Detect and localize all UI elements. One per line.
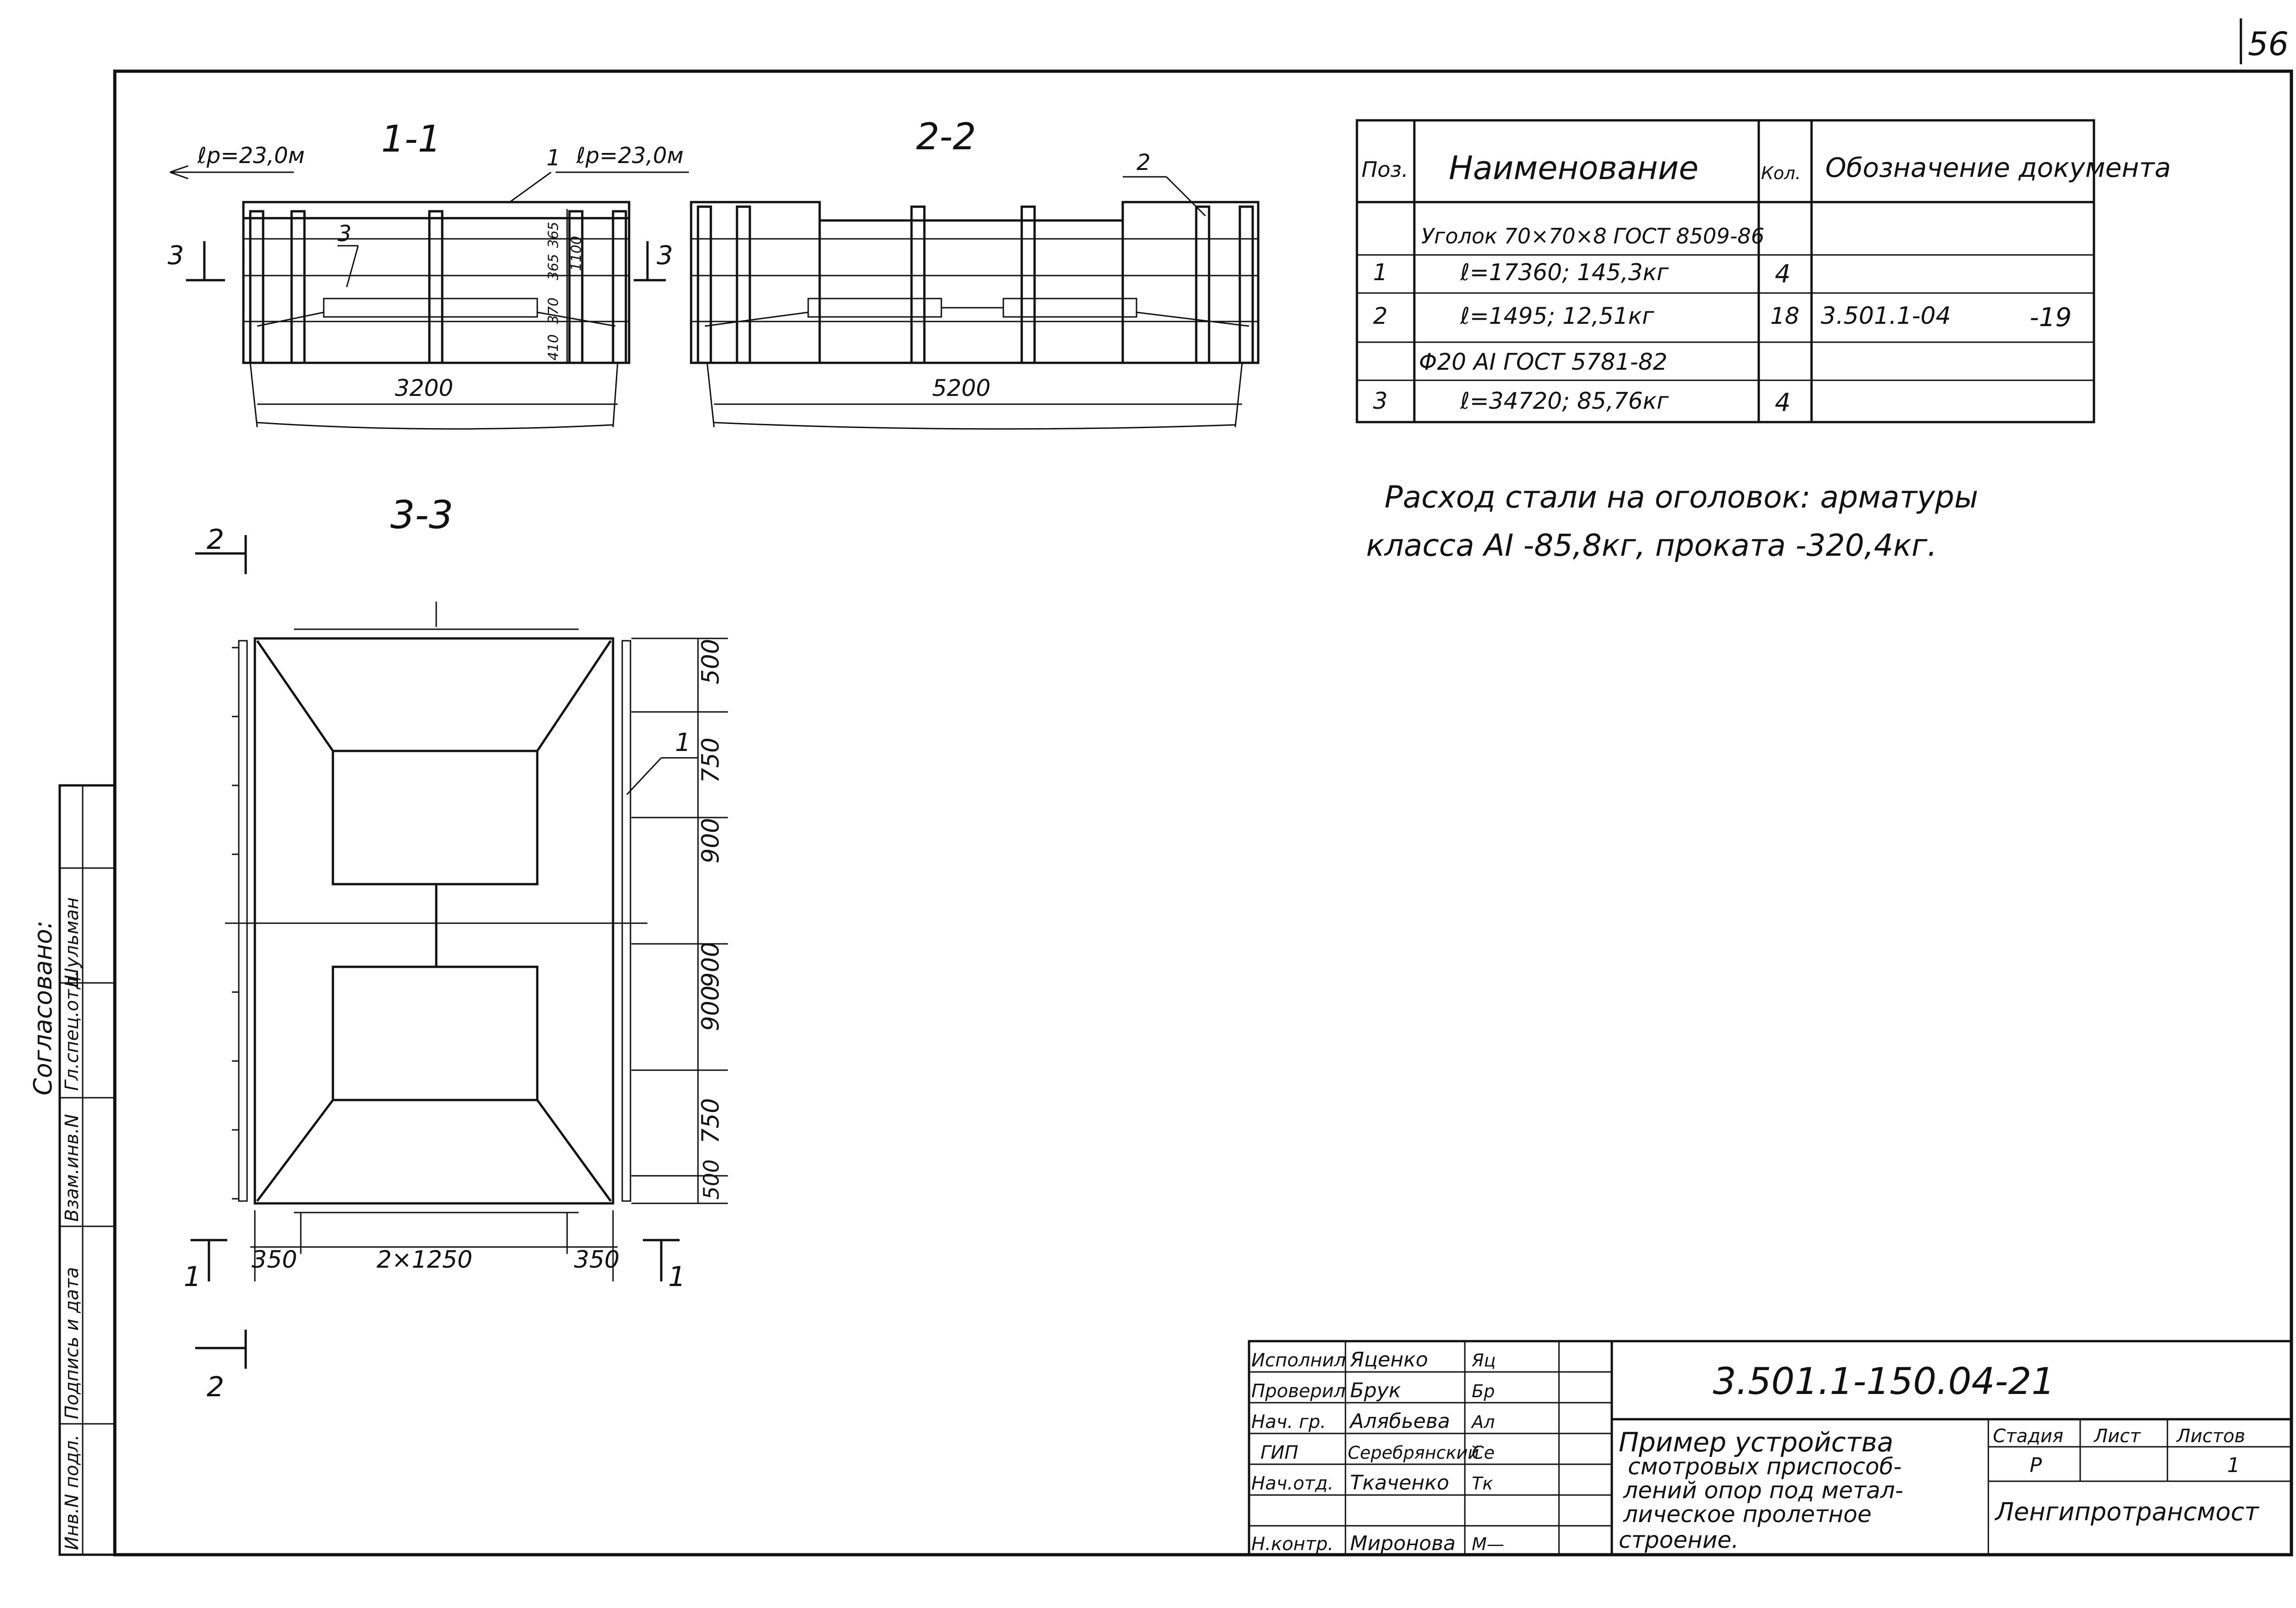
section-3-3-dim-right-6: 500 [699, 1159, 724, 1200]
section-3-3-cut-right: 1 [668, 1261, 686, 1293]
page-number: 56 [2248, 25, 2289, 63]
side-stamp-agreed: Согласовано: [28, 920, 57, 1095]
section-3-3-title: 3-3 [390, 492, 453, 537]
tb-desc-3: лическое пролетное [1623, 1501, 1872, 1528]
section-1-1-dim-v1: 365 [546, 222, 562, 248]
section-3-3: 3-3 2 2 1 1 1 [184, 492, 728, 1403]
tb-role-6: Н.контр. [1251, 1534, 1334, 1555]
section-3-3-cut-bottom: 2 [207, 1371, 224, 1403]
spec-header-pos: Поз. [1362, 157, 1408, 182]
tb-role-1: Проверил [1251, 1381, 1345, 1402]
tb-desc-4: строение. [1619, 1527, 1739, 1553]
tb-name-0: Яценко [1350, 1348, 1428, 1371]
note-line-1: Расход стали на оголовок: арматуры [1384, 480, 1978, 515]
section-1-1-marker-right: ℓр=23,0м [576, 143, 684, 169]
tb-name-2: Алябьева [1349, 1410, 1450, 1433]
tb-desc-2: лений опор под метал- [1623, 1477, 1903, 1504]
section-3-3-pos1-label: 1 [675, 728, 691, 757]
side-stamp-dept: Гл.спец.отд. [62, 971, 83, 1091]
section-3-3-dim-right-5: 750 [697, 1098, 725, 1144]
spec-header-doc: Обозначение документа [1825, 152, 2171, 183]
spec-row-4-qty: 4 [1775, 388, 1790, 417]
side-stamp: Согласовано: Гл.спец.отд. Шульман Взам.и… [28, 784, 116, 1556]
side-stamp-podpis: Подпись и дата [62, 1267, 83, 1419]
tb-name-3: Серебрянский [1348, 1443, 1479, 1463]
tb-org: Ленгипротрансмост [1994, 1497, 2260, 1526]
side-stamp-vzam: Взам.инв.N [62, 1114, 83, 1222]
spec-row-1-name: ℓ=17360; 145,3кг [1460, 259, 1669, 286]
section-1-1-dim-v5: 1100 [568, 236, 585, 271]
tb-sign-4: Тк [1472, 1473, 1493, 1494]
spec-row-2-qty: 18 [1770, 303, 1800, 329]
section-1-1-title: 1-1 [381, 118, 441, 160]
section-1-1-dim-v3: 370 [546, 298, 562, 324]
spec-row-2-pos: 2 [1373, 303, 1388, 329]
side-stamp-inv: Инв.N подл. [62, 1434, 83, 1550]
section-1-1-cut-left: 3 [168, 241, 184, 271]
section-1-1-marker-left: ℓр=23,0м [197, 143, 305, 169]
side-stamp-dept-name: Шульман [62, 897, 83, 987]
tb-stage: Р [2030, 1454, 2042, 1477]
spec-table: Поз. Наименование Кол. Обозначение докум… [1356, 119, 2171, 423]
spec-row-2-doc2: -19 [2030, 303, 2071, 333]
tb-name-6: Миронова [1350, 1532, 1456, 1555]
spec-row-2-doc: 3.501.1-04 [1821, 302, 1951, 330]
spec-row-3-name: Φ20 AI ГОСТ 5781-82 [1419, 349, 1667, 375]
section-1-1-dim-v2: 365 [546, 254, 562, 280]
tb-stage-label: Стадия [1993, 1426, 2063, 1447]
section-3-3-dim-bottom-0: 350 [252, 1246, 297, 1274]
tb-desc-1: смотровых приспособ- [1628, 1453, 1902, 1480]
tb-role-0: Исполнил [1251, 1350, 1346, 1371]
section-1-1-pos3-label: 3 [338, 221, 352, 247]
spec-header-qty: Кол. [1761, 163, 1801, 183]
tb-sheet-label: Лист [2093, 1426, 2141, 1447]
spec-row-1-pos: 1 [1373, 259, 1388, 286]
spec-row-0-name: Уголок 70×70×8 ГОСТ 8509-86 [1421, 224, 1764, 248]
section-1-1-dim-width: 3200 [395, 375, 453, 401]
section-3-3-dim-bottom-2: 350 [574, 1246, 619, 1274]
spec-row-1-qty: 4 [1775, 260, 1790, 288]
spec-row-2-name: ℓ=1495; 12,51кг [1460, 303, 1654, 329]
section-2-2-title: 2-2 [916, 115, 976, 158]
spec-row-4-pos: 3 [1373, 388, 1388, 414]
tb-role-3: ГИП [1261, 1442, 1298, 1463]
tb-desc-0: Пример устройства [1619, 1427, 1893, 1458]
tb-name-1: Брук [1350, 1379, 1401, 1402]
spec-table-frame [1356, 119, 2095, 423]
section-3-3-dim-right-3: 900 [697, 942, 725, 987]
tb-role-4: Нач.отд. [1251, 1473, 1334, 1494]
tb-sign-2: Ал [1470, 1412, 1495, 1432]
section-3-3-dim-bottom-1: 2×1250 [377, 1246, 473, 1274]
section-1-1: 1-1 ℓр=23,0м ℓр=23,0м 1 3 3 3 365 [168, 118, 689, 430]
tb-name-4: Ткаченко [1350, 1471, 1449, 1495]
section-1-1-dim-v4: 410 [546, 334, 562, 361]
spec-row-4-name: ℓ=34720; 85,76кг [1460, 388, 1669, 414]
title-block-frame [1248, 1340, 2293, 1556]
section-3-3-dim-right-1: 750 [697, 738, 725, 783]
spec-header-name: Наименование [1449, 149, 1699, 187]
section-3-3-dim-right-4: 900 [697, 986, 725, 1031]
tb-sheets-label: Листов [2176, 1426, 2245, 1447]
section-3-3-cut-left: 1 [184, 1261, 201, 1293]
section-1-1-cut-right: 3 [657, 241, 673, 271]
tb-sign-3: Се [1472, 1443, 1495, 1463]
section-2-2: 2-2 2 5200 [690, 115, 1260, 430]
tb-sign-1: Бр [1472, 1381, 1495, 1401]
tb-sign-6: М— [1472, 1534, 1504, 1554]
section-3-3-dim-right-0: 500 [697, 639, 725, 684]
tb-role-2: Нач. гр. [1251, 1411, 1326, 1433]
section-2-2-pos2-label: 2 [1137, 150, 1151, 175]
section-2-2-dim-width: 5200 [932, 375, 990, 401]
section-1-1-pos1-label: 1 [546, 145, 561, 171]
tb-sheets: 1 [2227, 1454, 2240, 1477]
section-3-3-cut-top: 2 [207, 524, 224, 556]
section-3-3-dim-right-2: 900 [697, 818, 725, 863]
note-line-2: класса AI -85,8кг, проката -320,4кг. [1366, 528, 1937, 563]
tb-sign-0: Яц [1471, 1350, 1496, 1371]
title-block: Исполнил Яценко Яц Проверил Брук Бр Нач.… [1248, 1340, 2293, 1556]
tb-code: 3.501.1-150.04-21 [1713, 1360, 2055, 1403]
